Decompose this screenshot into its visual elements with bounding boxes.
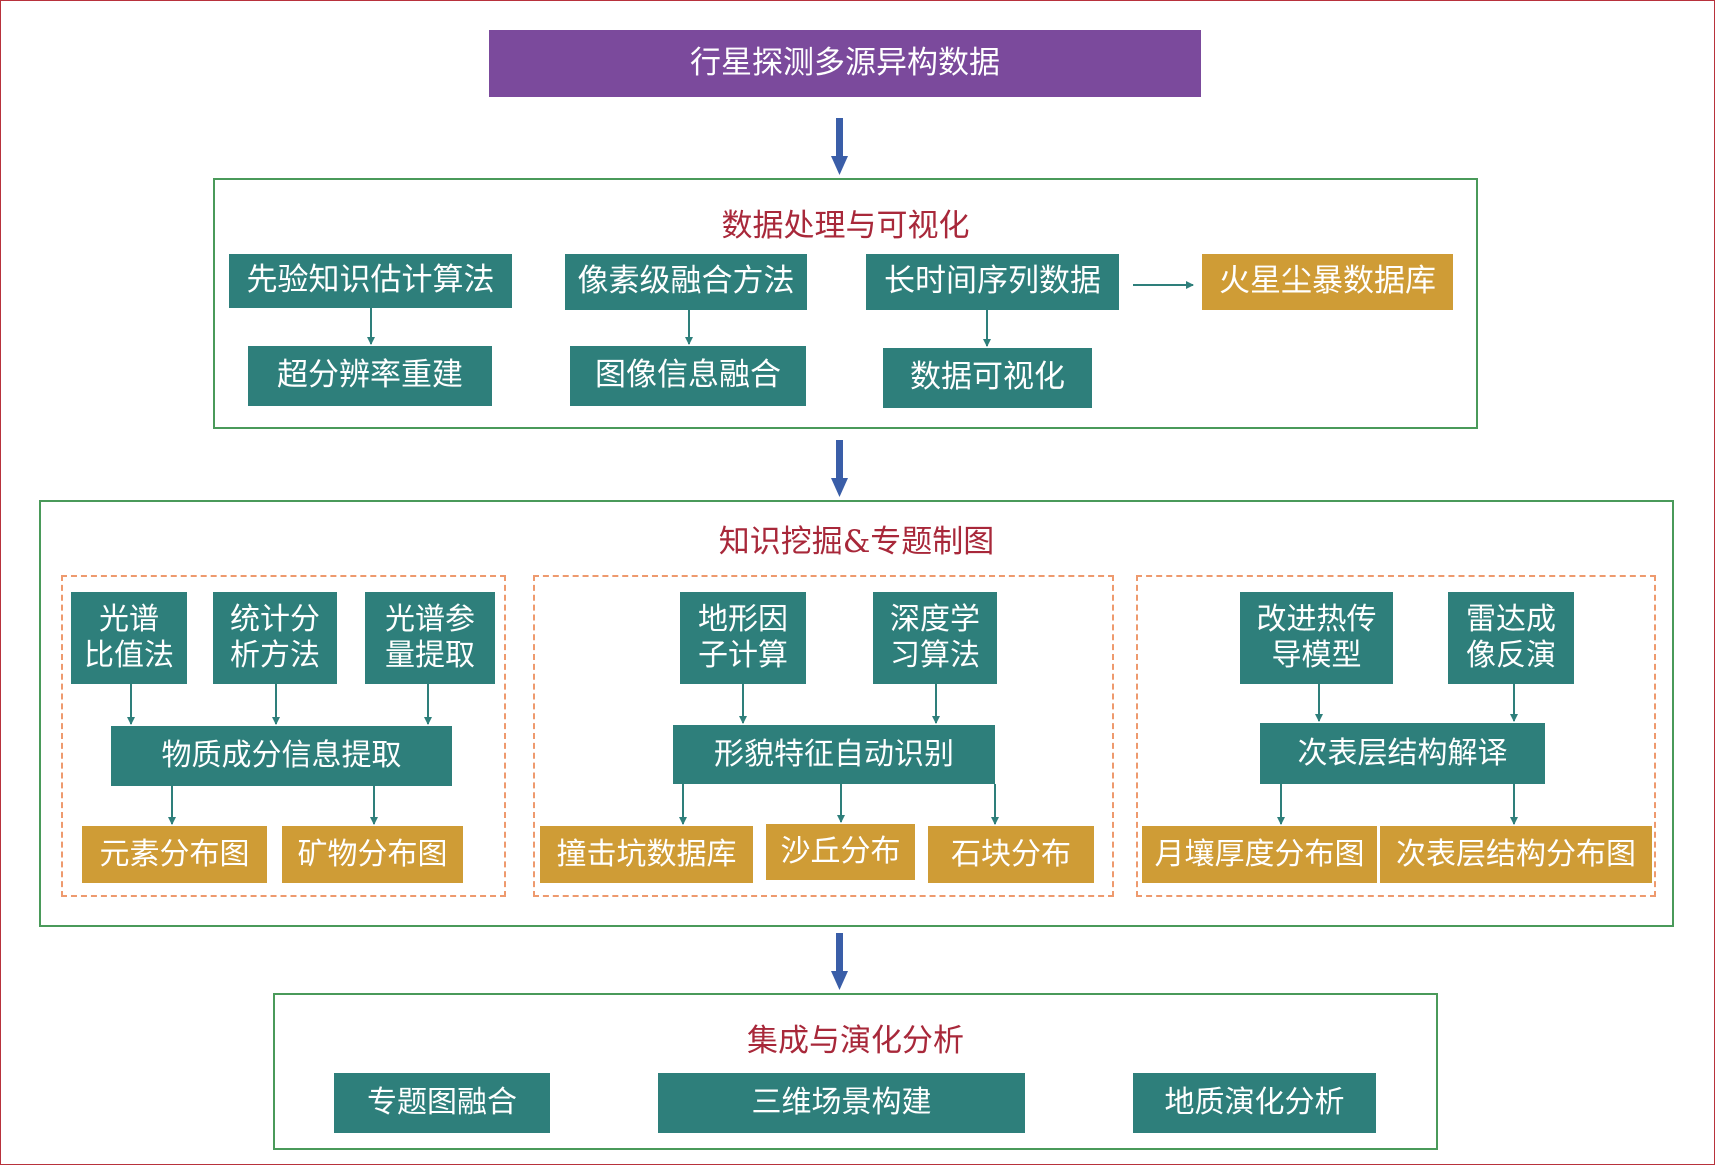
spectral-parameter-label: 光谱参 量提取 bbox=[385, 602, 475, 673]
radar-inversion-box: 雷达成 像反演 bbox=[1448, 592, 1574, 684]
geologic-evolution-analysis-box: 地质演化分析 bbox=[1133, 1073, 1376, 1133]
element-map-label: 元素分布图 bbox=[99, 836, 250, 872]
mineral-map-box: 矿物分布图 bbox=[282, 826, 463, 883]
regolith-thickness-map-label: 月壤厚度分布图 bbox=[1154, 836, 1365, 872]
deep-learning-label: 深度学 习算法 bbox=[890, 602, 980, 673]
deep-learning-box: 深度学 习算法 bbox=[873, 592, 997, 684]
time-series-data-box: 长时间序列数据 bbox=[866, 254, 1119, 310]
thermal-model-box: 改进热传 导模型 bbox=[1240, 592, 1393, 684]
integration-title: 集成与演化分析 bbox=[747, 1023, 964, 1059]
material-extraction-label: 物质成分信息提取 bbox=[161, 738, 402, 773]
crater-database-box: 撞击坑数据库 bbox=[540, 826, 753, 883]
main-arrow-2 bbox=[831, 440, 848, 497]
data-visualization-box: 数据可视化 bbox=[883, 348, 1092, 408]
subsurface-structure-map-box: 次表层结构分布图 bbox=[1380, 826, 1652, 883]
subsurface-interpretation-label: 次表层结构解译 bbox=[1297, 735, 1508, 771]
image-fusion-box: 图像信息融合 bbox=[570, 346, 806, 406]
pixel-fusion-method-label: 像素级融合方法 bbox=[577, 263, 795, 300]
material-group bbox=[61, 575, 506, 897]
thematic-map-fusion-box: 专题图融合 bbox=[334, 1073, 550, 1133]
element-map-box: 元素分布图 bbox=[82, 826, 267, 883]
spectral-ratio-box: 光谱 比值法 bbox=[71, 592, 187, 684]
main-arrow-3 bbox=[831, 933, 848, 990]
prior-knowledge-method-box: 先验知识估计算法 bbox=[229, 254, 512, 308]
dune-distribution-label: 沙丘分布 bbox=[780, 834, 901, 869]
boulder-distribution-box: 石块分布 bbox=[928, 826, 1094, 883]
processing-title: 数据处理与可视化 bbox=[721, 208, 970, 244]
dust-storm-database-label: 火星尘暴数据库 bbox=[1219, 263, 1436, 300]
spectral-ratio-label: 光谱 比值法 bbox=[84, 602, 174, 673]
mineral-map-label: 矿物分布图 bbox=[297, 836, 448, 872]
source-data-box: 行星探测多源异构数据 bbox=[489, 30, 1201, 97]
radar-inversion-label: 雷达成 像反演 bbox=[1466, 602, 1556, 673]
statistical-method-label: 统计分 析方法 bbox=[230, 602, 320, 673]
source-data-label: 行星探测多源异构数据 bbox=[690, 44, 1000, 81]
subsurface-structure-map-label: 次表层结构分布图 bbox=[1396, 836, 1636, 872]
boulder-distribution-label: 石块分布 bbox=[951, 836, 1071, 872]
terrain-factor-box: 地形因 子计算 bbox=[680, 592, 806, 684]
terrain-factor-label: 地形因 子计算 bbox=[698, 602, 788, 673]
prior-knowledge-method-label: 先验知识估计算法 bbox=[246, 262, 495, 299]
time-series-data-label: 长时间序列数据 bbox=[884, 263, 1101, 300]
mining-title: 知识挖掘&专题制图 bbox=[718, 524, 995, 560]
super-resolution-box: 超分辨率重建 bbox=[248, 346, 492, 406]
image-fusion-label: 图像信息融合 bbox=[595, 357, 781, 394]
data-visualization-label: 数据可视化 bbox=[910, 359, 1065, 396]
thematic-map-fusion-label: 专题图融合 bbox=[367, 1085, 517, 1120]
3d-scene-construction-label: 三维场景构建 bbox=[751, 1085, 932, 1120]
subsurface-interpretation-box: 次表层结构解译 bbox=[1260, 723, 1545, 784]
subsurface-group bbox=[1136, 575, 1656, 897]
main-arrow-1 bbox=[831, 118, 848, 175]
3d-scene-construction-box: 三维场景构建 bbox=[658, 1073, 1025, 1133]
material-extraction-box: 物质成分信息提取 bbox=[111, 726, 452, 786]
dust-storm-database-box: 火星尘暴数据库 bbox=[1202, 254, 1453, 310]
regolith-thickness-map-box: 月壤厚度分布图 bbox=[1142, 826, 1377, 883]
thermal-model-label: 改进热传 导模型 bbox=[1256, 602, 1377, 673]
integration-section: 集成与演化分析 bbox=[273, 993, 1438, 1150]
dune-distribution-box: 沙丘分布 bbox=[766, 824, 915, 880]
processing-section: 数据处理与可视化 bbox=[213, 178, 1478, 429]
spectral-parameter-box: 光谱参 量提取 bbox=[365, 592, 495, 684]
morphology-recognition-label: 形貌特征自动识别 bbox=[714, 736, 954, 772]
crater-database-label: 撞击坑数据库 bbox=[556, 836, 737, 872]
pixel-fusion-method-box: 像素级融合方法 bbox=[565, 254, 807, 310]
terrain-group bbox=[533, 575, 1114, 897]
morphology-recognition-box: 形貌特征自动识别 bbox=[673, 725, 995, 784]
statistical-method-box: 统计分 析方法 bbox=[213, 592, 337, 684]
super-resolution-label: 超分辨率重建 bbox=[277, 357, 463, 394]
geologic-evolution-analysis-label: 地质演化分析 bbox=[1164, 1085, 1345, 1120]
mining-section: 知识挖掘&专题制图 bbox=[39, 500, 1674, 927]
